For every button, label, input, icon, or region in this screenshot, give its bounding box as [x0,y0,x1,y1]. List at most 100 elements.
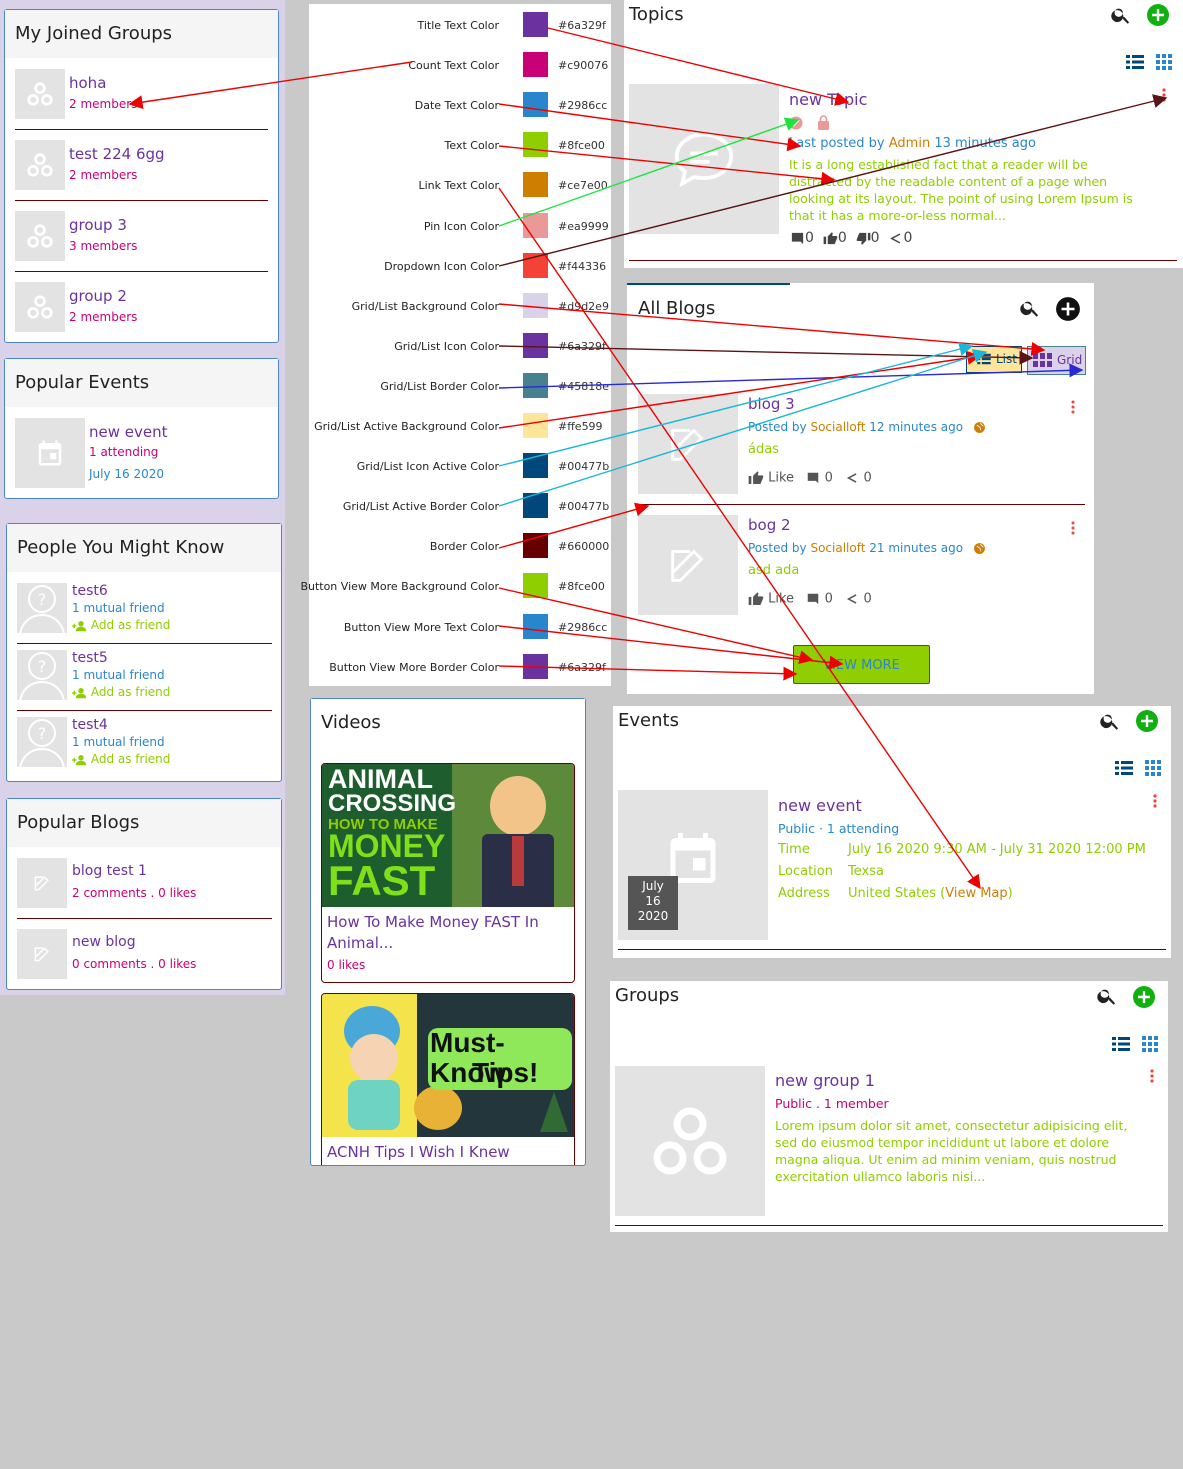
list-icon[interactable] [1112,1036,1130,1052]
like-label[interactable]: Like [768,591,795,607]
more-icon[interactable] [1071,520,1075,539]
color-swatch[interactable] [523,453,548,479]
grid-icon[interactable] [1156,54,1172,70]
blog-name[interactable]: new blog [72,934,136,950]
more-icon[interactable] [1071,399,1075,418]
event-thumb[interactable] [15,418,85,488]
blog-thumb[interactable] [638,515,738,615]
topic-thumb[interactable] [629,84,779,234]
joined-group-name[interactable]: test 224 6gg [69,145,165,163]
color-swatch[interactable] [523,52,548,78]
color-hex-value[interactable]: #6a329f [558,19,606,32]
add-friend-button[interactable]: Add as friend [72,752,170,766]
color-swatch[interactable] [523,332,548,358]
comment-icon[interactable] [790,231,805,246]
list-icon[interactable] [1126,54,1144,70]
color-swatch[interactable] [523,12,548,37]
color-hex-value[interactable]: #c90076 [558,59,609,73]
person-name[interactable]: test5 [72,650,108,666]
group-thumb[interactable] [15,211,65,261]
blog-title[interactable]: bog 2 [748,516,791,534]
search-icon[interactable] [1110,4,1132,26]
view-map-link[interactable]: View Map [945,886,1008,901]
more-icon[interactable] [1162,88,1166,102]
share-icon[interactable] [888,231,903,246]
color-swatch[interactable] [523,613,548,639]
blog-title[interactable]: blog 3 [748,395,795,413]
view-more-button[interactable]: VIEW MORE [793,645,930,684]
color-hex-value[interactable]: #00477b [558,460,610,474]
plus-icon[interactable] [1135,709,1159,733]
more-icon[interactable] [1150,1069,1154,1083]
topic-author[interactable]: Admin [888,136,931,151]
person-name[interactable]: test6 [72,583,108,599]
color-swatch[interactable] [523,372,548,398]
color-swatch[interactable] [523,212,548,238]
person-name[interactable]: test4 [72,717,108,733]
video-item[interactable]: Must-Know Tips! ACNH Tips I Wish I Knew [321,993,575,1165]
grid-icon[interactable] [1142,1036,1158,1052]
add-friend-button[interactable]: Add as friend [72,618,170,632]
blog-name[interactable]: blog test 1 [72,863,147,879]
list-view-button[interactable]: List [966,346,1022,373]
color-swatch[interactable] [523,172,548,198]
color-swatch[interactable] [523,132,548,158]
search-icon[interactable] [1099,710,1121,732]
like-label[interactable]: Like [768,470,795,486]
color-hex-value[interactable]: #ffe599 [558,420,603,433]
group-thumb[interactable] [615,1066,765,1216]
color-hex-value[interactable]: #f44336 [558,259,607,273]
group-thumb[interactable] [15,69,65,119]
plus-icon[interactable] [1146,3,1170,27]
blog-thumb[interactable] [17,929,67,979]
blog-thumb[interactable] [638,394,738,494]
color-hex-value[interactable]: #8fce00 [558,580,605,594]
popular-event-name[interactable]: new event [89,423,168,441]
joined-group-name[interactable]: group 3 [69,216,127,234]
color-hex-value[interactable]: #00477b [558,500,610,514]
color-swatch[interactable] [523,573,548,599]
event-thumb[interactable]: July 16 2020 [618,790,768,940]
blog-author[interactable]: Socialloft [810,420,866,434]
list-icon[interactable] [1115,760,1133,776]
color-hex-value[interactable]: #2986cc [558,99,608,113]
event-name[interactable]: new event [778,796,862,815]
color-hex-value[interactable]: #8fce00 [558,139,605,153]
avatar[interactable]: ? [17,717,67,767]
search-icon[interactable] [1096,985,1118,1007]
color-hex-value[interactable]: #2986cc [558,620,608,634]
color-swatch[interactable] [523,533,548,559]
thumb-up-icon[interactable] [823,231,838,246]
group-name[interactable]: new group 1 [775,1071,875,1090]
color-hex-value[interactable]: #ce7e00 [558,179,608,193]
joined-group-name[interactable]: hoha [69,74,107,92]
color-swatch[interactable] [523,413,548,438]
grid-view-button[interactable]: Grid [1027,346,1086,375]
video-thumbnail[interactable]: Must-Know Tips! [322,994,574,1137]
color-hex-value[interactable]: #660000 [558,540,610,554]
plus-icon[interactable] [1055,296,1081,322]
avatar[interactable]: ? [17,583,67,633]
blog-thumb[interactable] [17,858,67,908]
plus-icon[interactable] [1132,985,1156,1009]
avatar[interactable]: ? [17,650,67,700]
color-hex-value[interactable]: #ea9999 [558,219,609,233]
color-swatch[interactable] [523,653,548,679]
video-title[interactable]: How To Make Money FAST In Animal... [327,913,539,952]
joined-group-name[interactable]: group 2 [69,287,127,305]
color-hex-value[interactable]: #d9d2e9 [558,299,609,313]
video-title[interactable]: ACNH Tips I Wish I Knew [327,1143,510,1161]
add-friend-button[interactable]: Add as friend [72,685,170,699]
grid-icon[interactable] [1145,760,1161,776]
blog-author[interactable]: Socialloft [810,541,866,555]
video-thumbnail[interactable]: ANIMAL CROSSING HOW TO MAKE MONEY FAST [322,764,574,907]
more-icon[interactable] [1153,794,1157,808]
color-hex-value[interactable]: #45818e [558,379,609,393]
group-thumb[interactable] [15,140,65,190]
group-thumb[interactable] [15,282,65,332]
search-icon[interactable] [1019,297,1041,319]
color-swatch[interactable] [523,493,548,519]
color-hex-value[interactable]: #6a329f [558,339,606,353]
color-hex-value[interactable]: #6a329f [558,660,606,674]
color-swatch[interactable] [523,92,548,118]
